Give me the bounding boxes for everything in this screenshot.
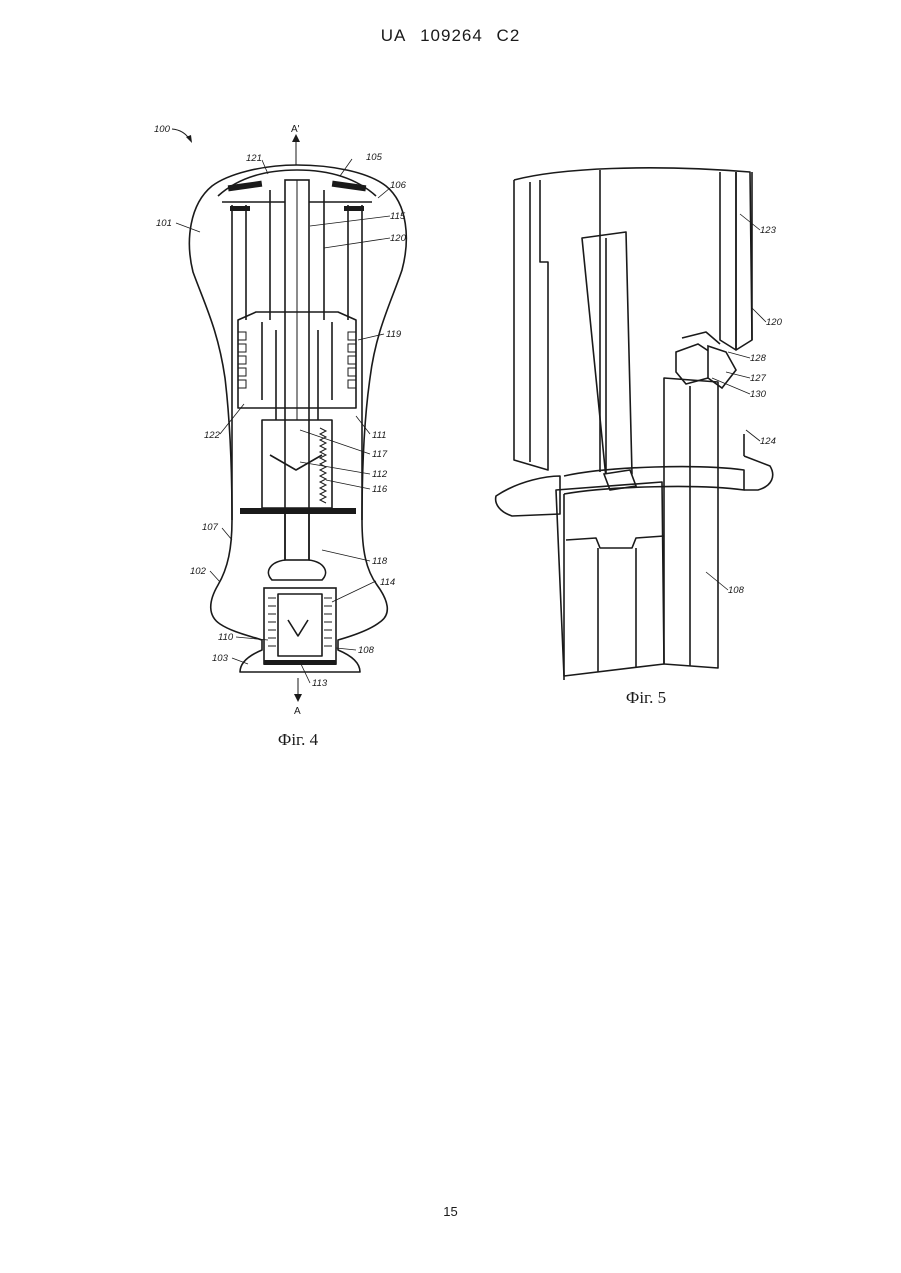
patent-country: UA [381,26,407,45]
ref-label-121: 121 [246,153,262,164]
ref-label-101: 101 [156,218,172,229]
ref-label-119: 119 [386,329,402,340]
ref-label-117: 117 [372,449,388,460]
cap-dark-bar-right [332,181,367,192]
ref-label-118: 118 [372,556,388,567]
ref-label-123: 123 [760,225,777,236]
ref-label-108-fig5: 108 [728,585,745,596]
ref-label-124: 124 [760,436,776,447]
ref-label-111: 111 [372,430,386,441]
figure-5-drawing: 123 120 128 127 130 124 108 Фіг. 5 [490,155,790,715]
page-number: 15 [0,1204,901,1219]
axis-arrow-top [292,134,300,165]
ref-label-103: 103 [212,653,229,664]
ref-label-106: 106 [390,180,407,191]
inner-rod-108 [664,378,718,668]
lower-chamber [264,588,336,664]
ref-label-107: 107 [202,522,219,533]
ref-label-122: 122 [204,430,221,441]
wall-cap-left [230,206,250,211]
ref-label-116: 116 [372,484,388,495]
figure-4-drawing: 100 121 105 106 101 115 120 119 122 111 … [140,115,440,755]
ref-label-102: 102 [190,566,207,577]
patent-header: UA 109264 C2 [0,26,901,46]
axis-label-bottom: A [294,706,301,717]
ref-label-112: 112 [372,469,388,480]
strip-123 [720,172,736,350]
slot-rib [582,232,632,478]
ref-label-105: 105 [366,152,383,163]
patent-number: 109264 [420,26,483,45]
ref-label-113: 113 [312,678,328,689]
ref-label-114: 114 [380,577,395,588]
base-bar [240,508,356,514]
axis-label-top: A' [291,124,300,135]
ref-label-128: 128 [750,353,767,364]
cap-dark-bar-left [228,181,263,192]
spring-119-left [238,332,246,388]
ref-label-120: 120 [390,233,407,244]
outer-tube [514,168,752,470]
ref-label-108: 108 [358,645,375,656]
ref-label-130: 130 [750,389,767,400]
figure-5-caption: Фіг. 5 [626,688,666,707]
wall-cap-right [344,206,364,211]
ref-label-120-fig5: 120 [766,317,783,328]
ref-label-115: 115 [390,211,406,222]
ref-label-100: 100 [154,124,171,135]
inner-rod-lower [556,482,664,676]
figure-4-caption: Фіг. 4 [278,730,319,749]
ref-label-110: 110 [218,632,234,643]
pointer-arrow-100 [172,129,190,140]
flange-124 [496,476,560,516]
ref-label-127: 127 [750,373,767,384]
axis-arrow-bottom [294,678,302,702]
patent-kind: C2 [497,26,521,45]
spring-119-right [348,332,356,388]
